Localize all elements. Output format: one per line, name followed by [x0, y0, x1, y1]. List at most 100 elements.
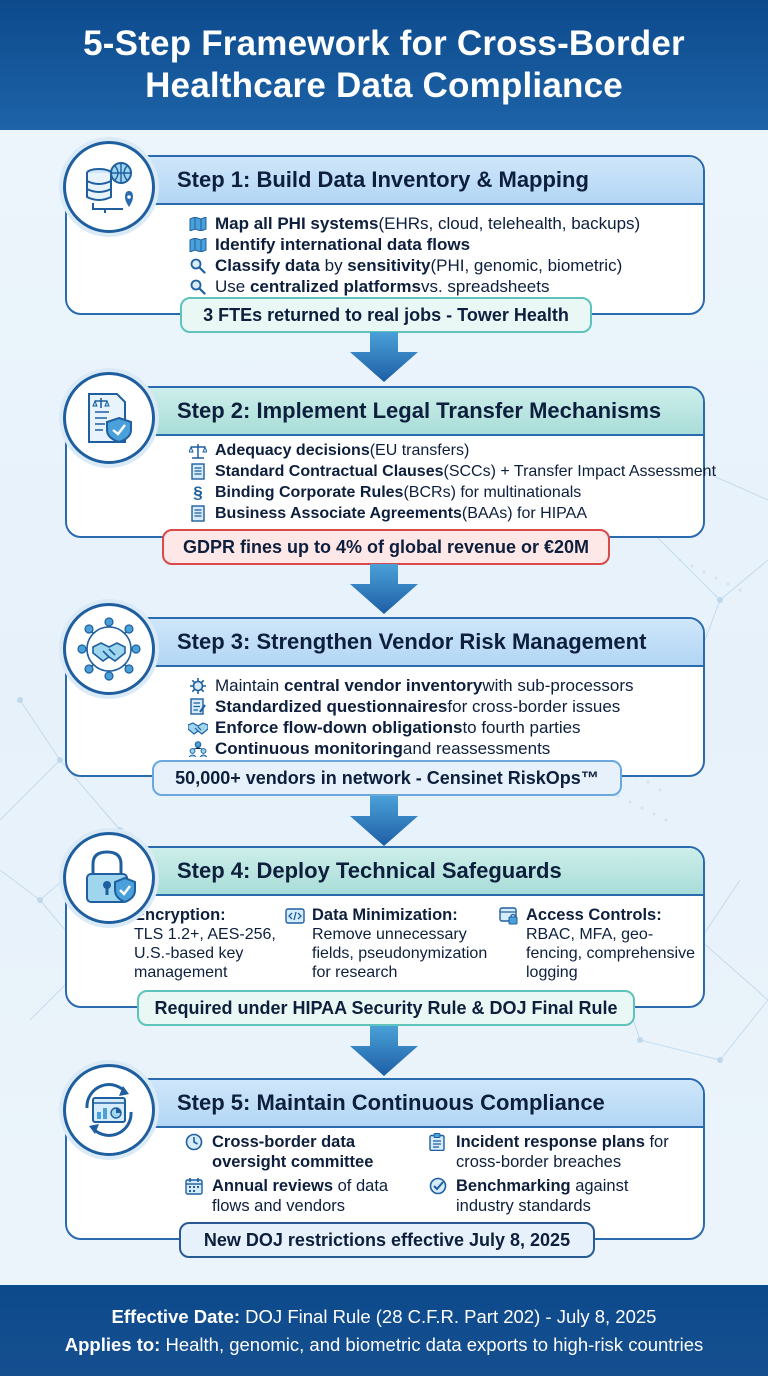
step-5-item-3-text: of data [333, 1177, 389, 1195]
step-4-col-2-line-3: for research [312, 964, 398, 981]
vendor-network-handshake-icon [63, 603, 155, 695]
step-3-item-2-bold: Standardized questionnaires [215, 696, 448, 716]
step-4-column-data-minimization: Data Minimization: Remove unnecessary fi… [285, 906, 505, 982]
step-5-header-bar: Step 5: Maintain Continuous Compliance [67, 1080, 703, 1128]
step-4-col-2-heading: Data Minimization: [312, 906, 458, 924]
step-5-item-3-line-2: flows and vendors [212, 1197, 345, 1215]
step-3-callout: 50,000+ vendors in network - Censinet Ri… [152, 760, 622, 796]
step-2-header-bar: Step 2: Implement Legal Transfer Mechani… [67, 388, 703, 436]
browser-lock-icon [499, 906, 521, 925]
magnifier-icon [187, 278, 209, 296]
step-1-item-2: Identify international data flows [187, 234, 640, 255]
map-icon [187, 236, 209, 254]
step-5-item-4-text: against [570, 1177, 629, 1195]
footer-effective-date-text: DOJ Final Rule (28 C.F.R. Part 202) - Ju… [240, 1305, 657, 1327]
step-2-title: Step 2: Implement Legal Transfer Mechani… [177, 398, 662, 423]
step-2-item-4: Business Associate Agreements (BAAs) for… [187, 503, 716, 524]
arrow-down-icon [350, 796, 418, 846]
step-4-column-access-controls: Access Controls: RBAC, MFA, geo- fencing… [499, 906, 704, 982]
step-2-callout: GDPR fines up to 4% of global revenue or… [162, 529, 610, 565]
step-2-card: Step 2: Implement Legal Transfer Mechani… [65, 386, 716, 538]
step-5-item-1: Cross-border data oversight committee [185, 1132, 373, 1172]
document-icon [187, 463, 209, 481]
step-2-item-1-bold: Adequacy decisions [215, 441, 370, 459]
step-4-col-2-line-1: Remove unnecessary [312, 926, 467, 943]
step-1-callout: 3 FTEs returned to real jobs - Tower Hea… [180, 297, 592, 333]
step-3-item-4-bold: Continuous monitoring [215, 738, 403, 758]
step-5-item-1-line-1: Cross-border data [212, 1133, 356, 1151]
step-5-item-3-bold: Annual reviews [212, 1177, 334, 1195]
step-3-item-3: Enforce flow-down obligations to fourth … [187, 717, 634, 738]
step-4-col-3-line-3: logging [526, 964, 578, 981]
step-2-item-4-text: (BAAs) for HIPAA [461, 504, 587, 522]
footer-applies-to-text: Health, genomic, and biometric data expo… [160, 1333, 704, 1355]
step-2-item-2-bold: Standard Contractual Clauses [215, 462, 444, 480]
magnifier-icon [187, 257, 209, 275]
step-1-item-4: Use centralized platforms vs. spreadshee… [187, 276, 640, 297]
step-1-items: Map all PHI systems (EHRs, cloud, telehe… [187, 213, 640, 297]
step-1-item-4-bold: centralized platforms [249, 276, 421, 296]
section-icon: § [193, 482, 203, 502]
map-icon [187, 215, 209, 233]
step-5-title: Step 5: Maintain Continuous Compliance [177, 1090, 605, 1115]
footer-line-2: Applies to: Health, genomic, and biometr… [65, 1331, 704, 1359]
step-1-item-1-bold: Map all PHI systems [215, 213, 379, 233]
step-1-item-1: Map all PHI systems (EHRs, cloud, telehe… [187, 213, 640, 234]
step-4-title: Step 4: Deploy Technical Safeguards [177, 858, 562, 883]
clipboard-icon [429, 1133, 451, 1153]
step-1-item-3-mid: by [319, 255, 348, 275]
page-title-line-2: Healthcare Data Compliance [145, 66, 623, 105]
step-4-col-3-line-1: RBAC, MFA, geo- [526, 926, 654, 943]
step-4-col-2-line-2: fields, pseudonymization [312, 945, 488, 962]
padlock-shield-icon [63, 832, 155, 924]
step-4-column-encryption: Encryption: TLS 1.2+, AES-256, U.S.-base… [107, 906, 307, 982]
step-2-item-3-bold: Binding Corporate Rules [215, 483, 404, 501]
legal-document-shield-icon [63, 372, 155, 464]
page-header: 5-Step Framework for Cross-Border Health… [0, 0, 768, 130]
footer-effective-date-label: Effective Date: [111, 1305, 241, 1327]
step-4-card: Step 4: Deploy Technical Safeguards Encr… [65, 846, 705, 1008]
step-3-item-3-bold: Enforce flow-down obligations [215, 717, 463, 737]
step-4-col-1-line-1: TLS 1.2+, AES-256, [134, 926, 276, 943]
step-5-item-2: Incident response plans for cross-border… [429, 1132, 669, 1172]
step-2-item-1-text: (EU transfers) [369, 441, 470, 459]
step-4-col-1-heading: Encryption: [134, 906, 226, 924]
step-1-item-3-text: (PHI, genomic, biometric) [430, 255, 623, 275]
step-3-items: Maintain central vendor inventory with s… [187, 675, 634, 759]
step-5-item-1-line-2: oversight committee [212, 1153, 374, 1171]
step-3-title: Step 3: Strengthen Vendor Risk Managemen… [177, 629, 647, 654]
dashboard-refresh-icon [63, 1064, 155, 1156]
footer-applies-to-label: Applies to: [64, 1333, 161, 1355]
step-5-card: Step 5: Maintain Continuous Compliance C… [65, 1078, 705, 1240]
checklist-icon [187, 698, 209, 716]
step-5-item-3: Annual reviews of data flows and vendors [185, 1176, 388, 1216]
step-1-item-4-pre: Use [215, 276, 250, 296]
step-4-col-3-heading: Access Controls: [526, 906, 662, 924]
step-1-item-1-text: (EHRs, cloud, telehealth, backups) [378, 213, 641, 233]
step-1-item-4-text: vs. spreadsheets [420, 276, 550, 296]
step-2-item-4-bold: Business Associate Agreements [215, 504, 462, 522]
handshake-icon [187, 719, 209, 737]
step-5-item-4-line-2: industry standards [456, 1197, 591, 1215]
step-3-item-2: Standardized questionnaires for cross-bo… [187, 696, 634, 717]
step-4-header-bar: Step 4: Deploy Technical Safeguards [67, 848, 703, 896]
step-5-item-2-bold: Incident response plans [456, 1133, 645, 1151]
arrow-down-icon [350, 564, 418, 614]
gear-icon [187, 677, 209, 695]
step-2-items: Adequacy decisions (EU transfers) Standa… [187, 440, 716, 524]
page-title-line-1: 5-Step Framework for Cross-Border [83, 24, 685, 63]
step-4-col-1-line-3: management [134, 964, 228, 981]
step-3-item-3-text: to fourth parties [462, 717, 581, 737]
step-1-title: Step 1: Build Data Inventory & Mapping [177, 167, 589, 192]
step-3-item-1-pre: Maintain [215, 675, 284, 695]
check-icon [429, 1177, 451, 1197]
step-3-item-4: Continuous monitoring and reassessments [187, 738, 634, 759]
step-1-header-bar: Step 1: Build Data Inventory & Mapping [67, 157, 703, 205]
step-5-item-2-line-2: cross-border breaches [456, 1153, 622, 1171]
arrow-down-icon [350, 332, 418, 382]
step-3-card: Step 3: Strengthen Vendor Risk Managemen… [65, 617, 705, 777]
step-1-item-3-bold: Classify data [215, 255, 320, 275]
step-3-item-1-bold: central vendor inventory [283, 675, 483, 695]
database-globe-icon [63, 141, 155, 233]
step-3-item-1: Maintain central vendor inventory with s… [187, 675, 634, 696]
